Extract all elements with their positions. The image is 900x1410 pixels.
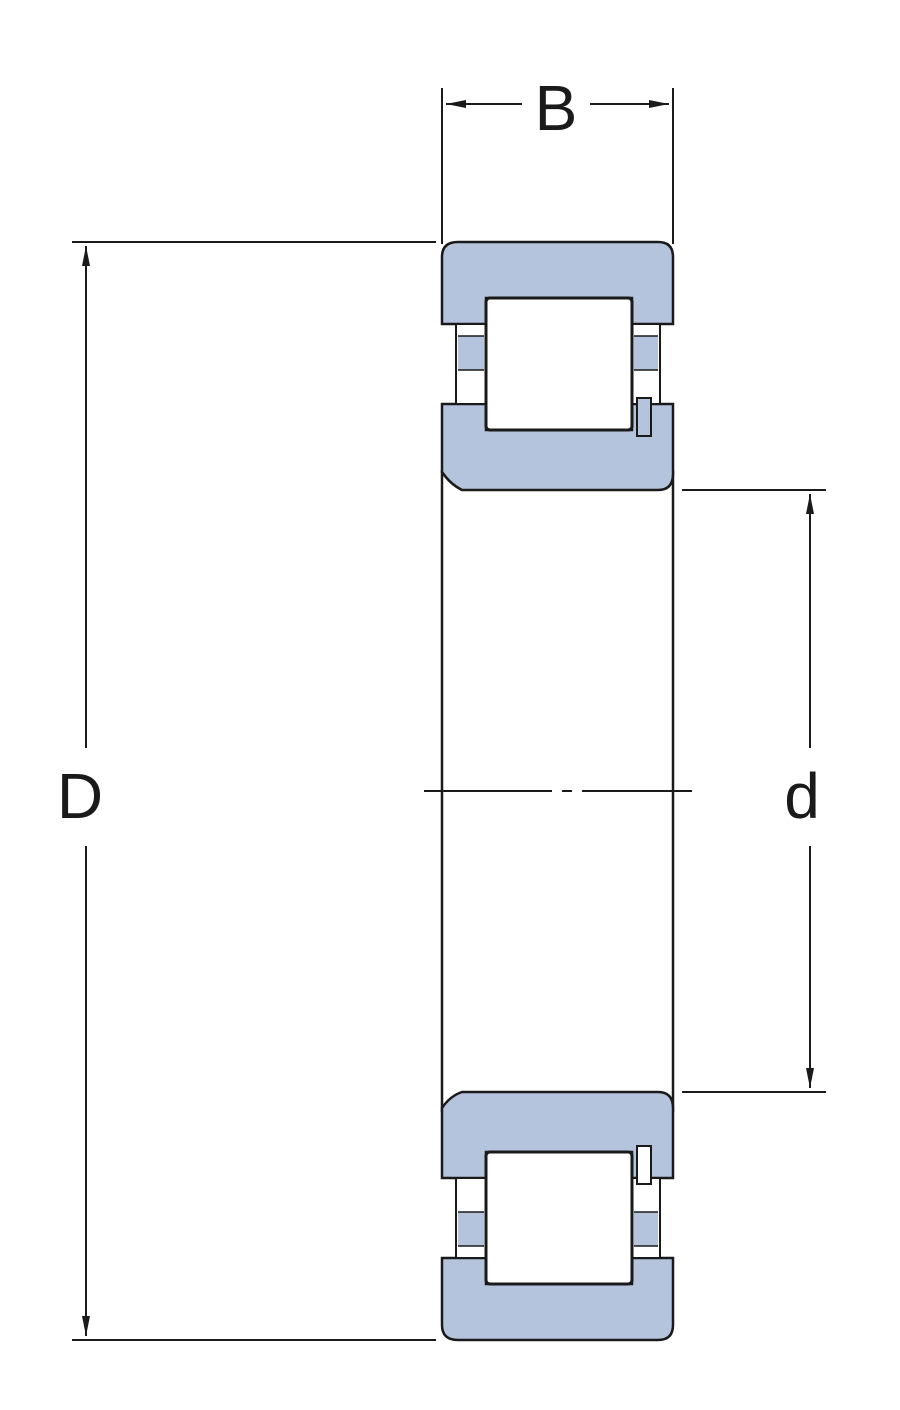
label-b: B xyxy=(535,72,578,144)
lower-section xyxy=(440,1090,675,1342)
label-outer-d: D xyxy=(57,760,103,832)
dimension-d-outer: D xyxy=(57,241,436,1341)
roller-lower xyxy=(484,1150,634,1286)
dimension-d-bore: d xyxy=(682,489,826,1093)
dimension-b: B xyxy=(441,72,674,244)
snap-ring-lower xyxy=(636,1145,652,1185)
roller-upper xyxy=(484,296,634,432)
bore-outline xyxy=(440,470,675,1112)
upper-section xyxy=(440,240,675,492)
snap-ring-upper xyxy=(636,397,652,437)
label-bore-d: d xyxy=(784,760,820,832)
outer-ring-upper xyxy=(440,240,675,326)
